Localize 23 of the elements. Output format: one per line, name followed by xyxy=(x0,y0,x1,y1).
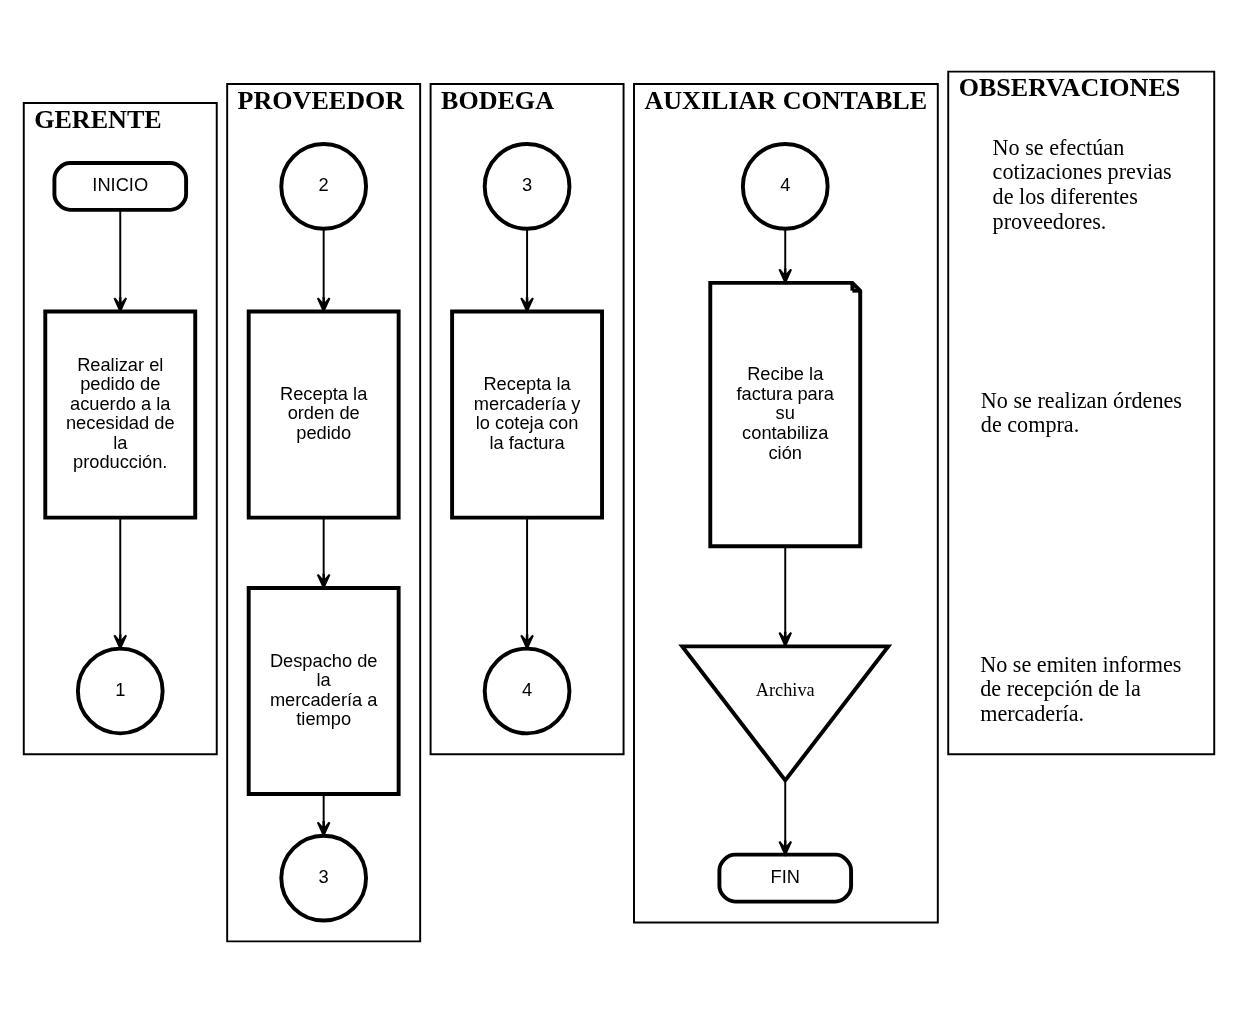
node-circle: 3 xyxy=(279,833,368,922)
node-box: Realizar el pedido de acuerdo a la necesidad de la producción. xyxy=(43,309,198,520)
label: No se realizan órdenes de compra. xyxy=(980,387,1183,437)
arrow xyxy=(520,227,534,312)
label: No se efectúan cotizaciones previas de los diferentes proveedores. xyxy=(992,134,1172,234)
node-circle: 4 xyxy=(482,646,572,735)
arrow xyxy=(316,516,331,589)
label: No se emiten informes de recepción de la mercadería. xyxy=(980,651,1182,726)
arrow xyxy=(520,516,534,649)
node-circle: 4 xyxy=(740,141,830,231)
node-circle: 3 xyxy=(482,141,572,231)
node-circle: 2 xyxy=(279,141,368,231)
arrow xyxy=(778,227,793,283)
node-box: FIN xyxy=(717,852,854,904)
arrow xyxy=(113,208,128,312)
node-box: Despacho de la mercadería a tiempo xyxy=(246,585,401,796)
arrow xyxy=(778,779,793,856)
node-box: Recepta la orden de pedido xyxy=(246,309,401,520)
node-circle: 1 xyxy=(75,646,165,735)
arrow xyxy=(113,516,128,649)
node-box: Recepta la mercadería y lo coteja con la factura xyxy=(450,309,604,520)
node-box: INICIO xyxy=(52,160,189,212)
arrow xyxy=(316,227,331,312)
